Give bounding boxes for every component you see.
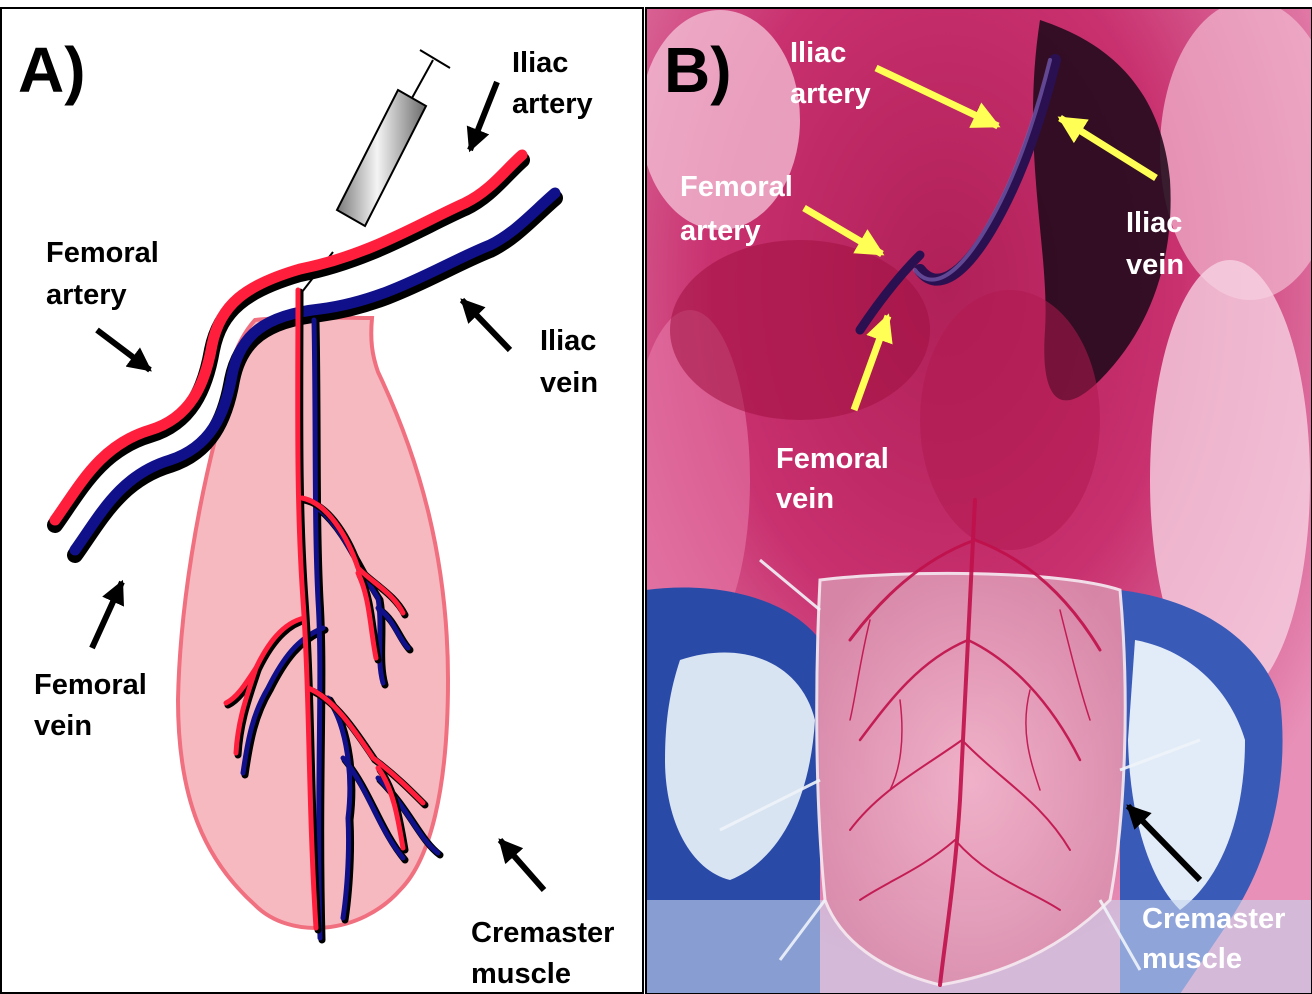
photo-cremaster — [630, 0, 1312, 994]
panel-b-letter: B) — [664, 34, 732, 106]
panel-a: A) Iliac artery Femoral artery Iliac vei… — [1, 8, 643, 993]
panel-a-letter: A) — [18, 34, 86, 106]
panel-b: B) Iliac artery Femoral artery Iliac vei… — [630, 0, 1312, 994]
